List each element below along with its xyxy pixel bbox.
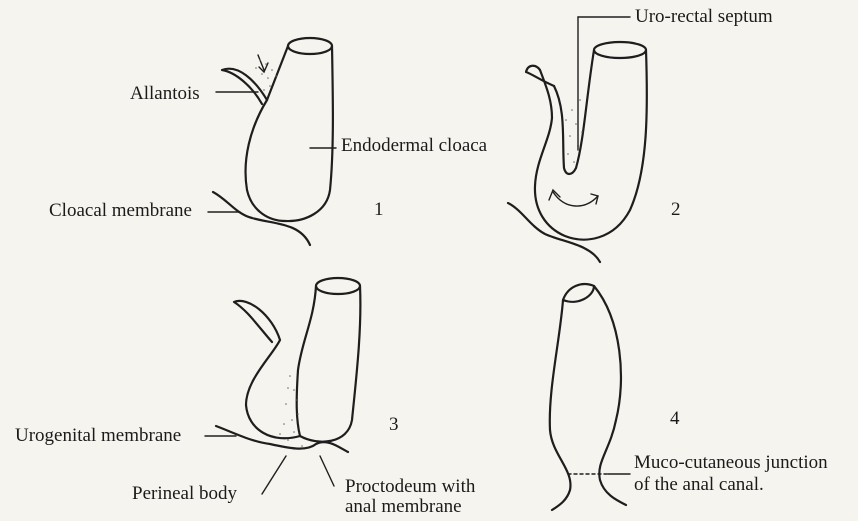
label-muco-line1: Muco-cutaneous junction bbox=[634, 453, 828, 473]
label-perineal-body: Perineal body bbox=[132, 484, 237, 504]
panel-3-urogenital-sinus bbox=[234, 301, 300, 438]
panel-number-3: 3 bbox=[389, 414, 399, 436]
label-allantois: Allantois bbox=[130, 84, 200, 104]
panel-2-tube-opening bbox=[594, 42, 646, 58]
panel-3-rectum-left bbox=[297, 286, 316, 436]
panel-4-canal-right bbox=[594, 286, 626, 505]
label-uro-rectal-septum: Uro-rectal septum bbox=[635, 7, 773, 27]
panel-1-drawing bbox=[208, 38, 336, 245]
panel-number-4: 4 bbox=[670, 408, 680, 430]
panel-1-cloaca-left-wall bbox=[246, 46, 288, 221]
panel-2-allantois-tip bbox=[526, 66, 554, 86]
label-proctodeum-line1: Proctodeum with bbox=[345, 477, 475, 497]
panel-2-septum-wall bbox=[554, 50, 594, 174]
panel-3-rectum-right bbox=[300, 286, 360, 442]
panel-number-2: 2 bbox=[671, 199, 681, 221]
panel-4-drawing bbox=[550, 284, 630, 510]
label-cloacal-membrane: Cloacal membrane bbox=[49, 201, 192, 221]
panel-number-1: 1 bbox=[374, 199, 384, 221]
panel-1-allantois bbox=[222, 69, 267, 104]
panel-3-tube-opening bbox=[316, 278, 360, 294]
panel-3-perineal-leader bbox=[262, 456, 286, 494]
panel-1-tube-opening bbox=[288, 38, 332, 54]
panel-1-cloaca-right-wall bbox=[285, 46, 333, 221]
panel-4-canal-opening bbox=[563, 284, 594, 302]
label-endodermal-cloaca: Endodermal cloaca bbox=[341, 136, 487, 156]
panel-3-drawing bbox=[205, 278, 360, 494]
panel-2-drawing bbox=[508, 17, 647, 262]
panel-2-membrane-line bbox=[508, 203, 600, 262]
panel-1-cloacal-membrane-line bbox=[213, 192, 310, 245]
label-proctodeum-line2: anal membrane bbox=[345, 497, 462, 517]
label-muco-line2: of the anal canal. bbox=[634, 475, 764, 495]
panel-4-canal-left bbox=[550, 300, 571, 510]
panel-3-proctodeum-leader bbox=[320, 456, 334, 486]
label-urogenital-membrane: Urogenital membrane bbox=[15, 426, 181, 446]
